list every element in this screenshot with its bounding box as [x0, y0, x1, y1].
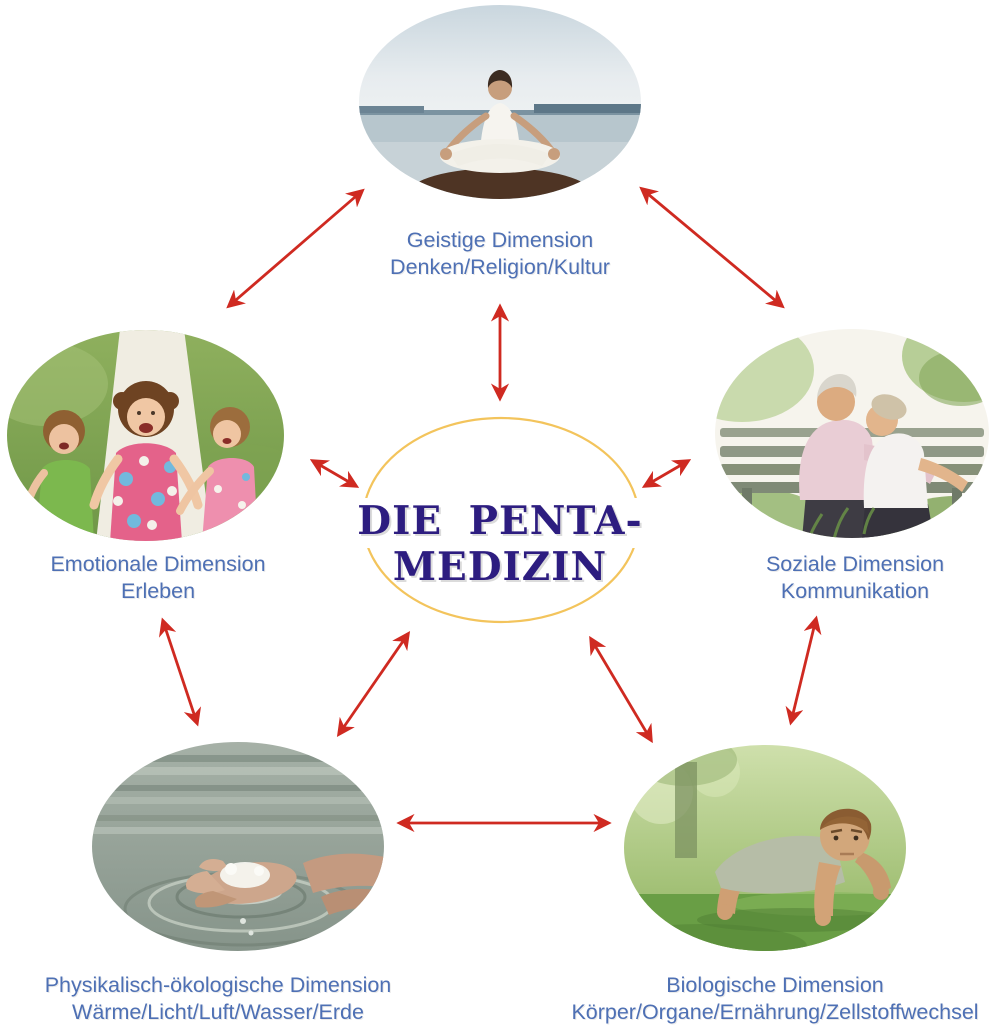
arrow-center-biologische	[589, 635, 653, 744]
soziale-dimension-subtitle: Kommunikation	[780, 579, 930, 603]
arrow-emotionale-physikalisch	[158, 617, 202, 727]
geistige-dimension-subtitle: Denken/Religion/Kultur	[390, 255, 610, 279]
pushup-man-photo	[624, 745, 906, 951]
emotionale-dimension-subtitle: Erleben	[120, 579, 196, 603]
water-scene	[92, 742, 384, 951]
couple-scene	[715, 329, 989, 538]
pushup-figure	[715, 808, 891, 926]
water-splash	[220, 862, 270, 936]
park-scene	[624, 745, 906, 951]
rock	[408, 168, 592, 199]
emotionale-dimension-title: Emotionale Dimension	[50, 552, 266, 576]
biologische-dimension-title: Biologische Dimension	[666, 973, 884, 997]
tree-trunk	[675, 762, 697, 858]
arrow-center-soziale	[641, 459, 692, 488]
meditation-scene	[359, 5, 641, 199]
diagram-title: DIE PENTA-MEDIZIN	[280, 498, 720, 590]
caption-emotionale-dimension: Emotionale Dimension Erleben	[8, 551, 308, 605]
arrow-soziale-biologische	[785, 615, 822, 726]
girl-middle	[89, 381, 203, 541]
caption-geistige-dimension: Geistige Dimension Denken/Religion/Kultu…	[300, 227, 700, 281]
girl-right	[176, 407, 258, 541]
arrow-center-physikalisch	[336, 631, 411, 737]
geistige-dimension-title: Geistige Dimension	[406, 228, 594, 252]
senior-couple-photo	[715, 329, 989, 538]
meditating-woman-photo	[359, 5, 641, 199]
arrow-center-emotionale	[309, 459, 360, 488]
caption-soziale-dimension: Soziale Dimension Kommunikation	[705, 551, 1000, 605]
biologische-dimension-subtitle: Körper/Organe/Ernährung/Zellstoffwechsel	[571, 1000, 979, 1024]
physikalisch-dimension-subtitle: Wärme/Licht/Luft/Wasser/Erde	[72, 1000, 364, 1024]
hands-water-photo	[92, 742, 384, 951]
caption-physikalisch-dimension: Physikalisch-ökologische Dimension Wärme…	[18, 972, 418, 1026]
laughing-children-photo	[7, 330, 284, 541]
shadow	[697, 908, 893, 932]
woman-figure	[862, 394, 968, 538]
physikalisch-dimension-title: Physikalisch-ökologische Dimension	[44, 973, 392, 997]
children-scene	[7, 330, 284, 541]
soziale-dimension-title: Soziale Dimension	[765, 552, 945, 576]
meditating-figure	[440, 70, 560, 173]
caption-biologische-dimension: Biologische Dimension Körper/Organe/Ernä…	[565, 972, 985, 1026]
